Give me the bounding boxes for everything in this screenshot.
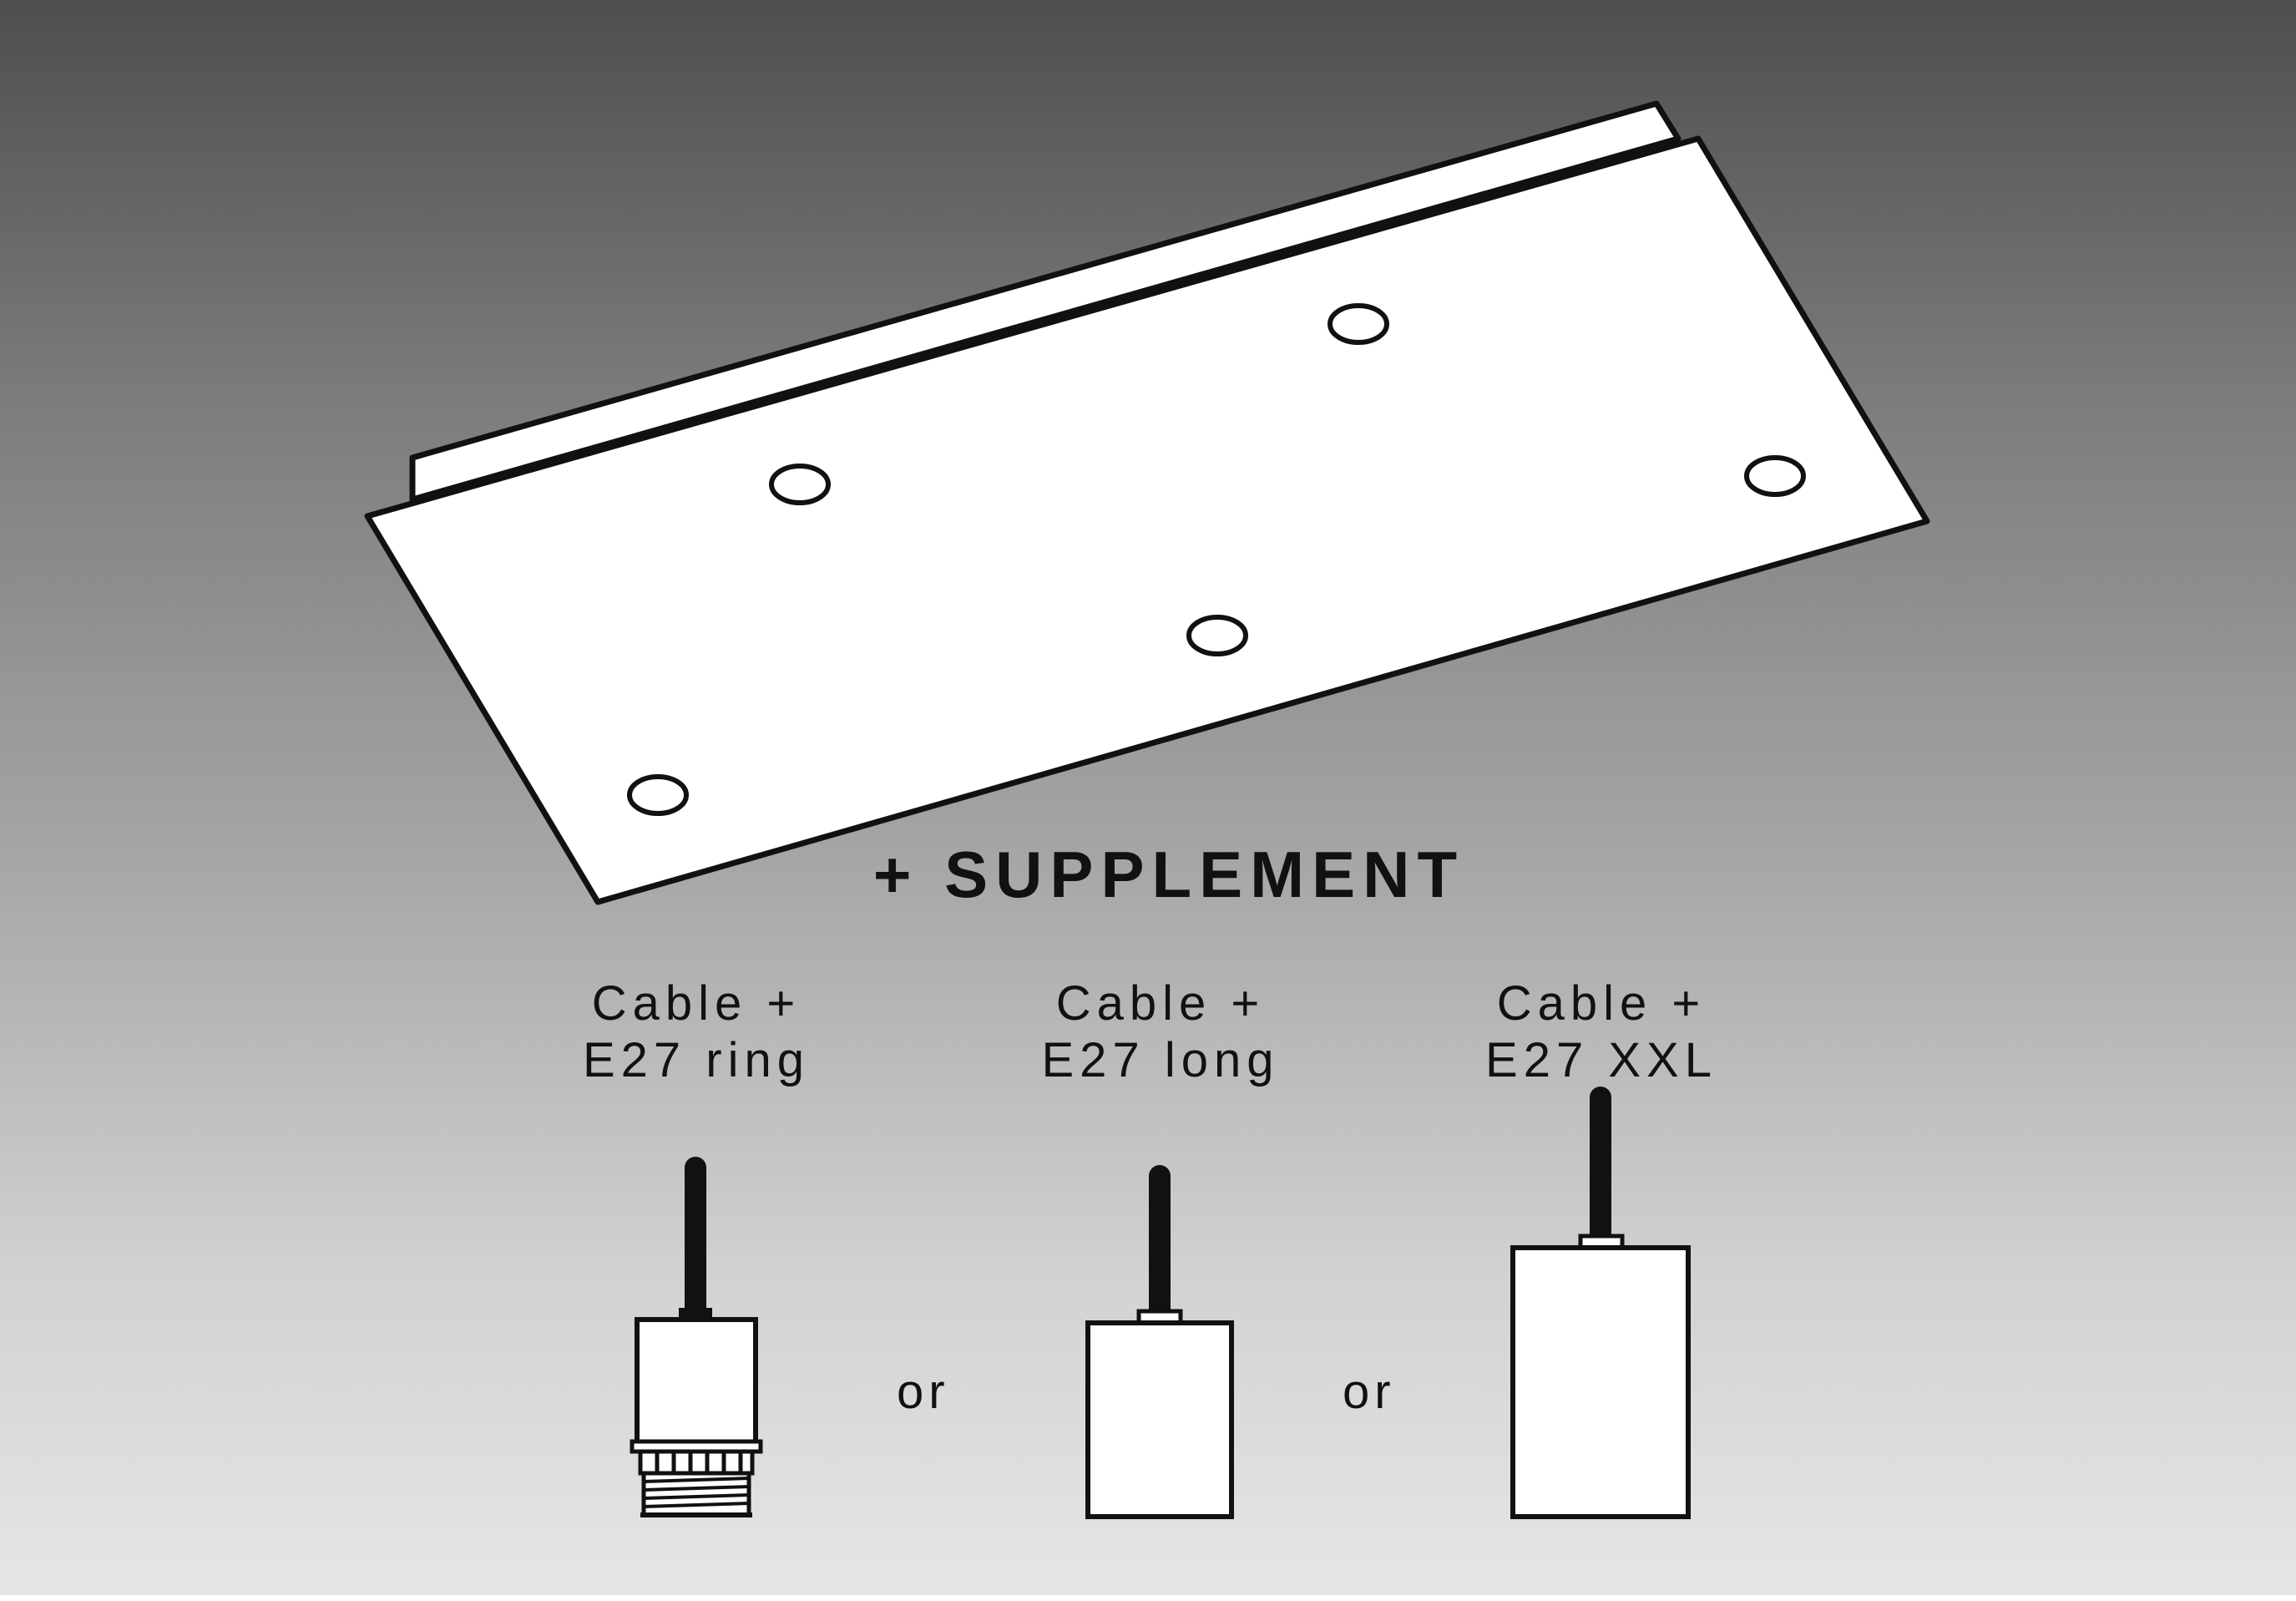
option-label-e27-ring: Cable + E27 ring [529, 975, 863, 1089]
option-label-e27-xxl: Cable + E27 XXL [1434, 975, 1768, 1089]
mount-hole-4 [1186, 615, 1248, 656]
option-label-e27-long: Cable + E27 long [994, 975, 1328, 1089]
canopy-top-face [364, 135, 1930, 905]
mount-hole-2 [1328, 303, 1389, 345]
socket-body [1510, 1245, 1691, 1519]
separator-or-2: or [1343, 1365, 1396, 1419]
mount-hole-3 [627, 774, 689, 816]
canopy-plate-icon [364, 100, 1930, 905]
socket-body [1085, 1320, 1234, 1519]
socket-body [635, 1317, 758, 1447]
mount-hole-5 [1744, 455, 1806, 497]
bottom-strip [0, 1595, 2296, 1601]
option-label-line1: Cable + [1055, 976, 1266, 1031]
option-label-line2: E27 XXL [1485, 1033, 1717, 1087]
option-label-line1: Cable + [1496, 976, 1707, 1031]
separator-or-1: or [897, 1365, 950, 1419]
e27-ring-socket-icon [630, 1157, 763, 1517]
mount-hole-1 [769, 464, 831, 505]
canopy-back-edge [409, 100, 1682, 503]
option-label-line1: Cable + [591, 976, 802, 1031]
option-label-line2: E27 long [1041, 1033, 1280, 1087]
e27-xxl-socket-icon [1510, 1087, 1691, 1519]
supplement-heading: + SUPPLEMENT [872, 838, 1465, 911]
e27-long-socket-icon [1085, 1165, 1234, 1519]
option-label-line2: E27 ring [582, 1033, 811, 1087]
